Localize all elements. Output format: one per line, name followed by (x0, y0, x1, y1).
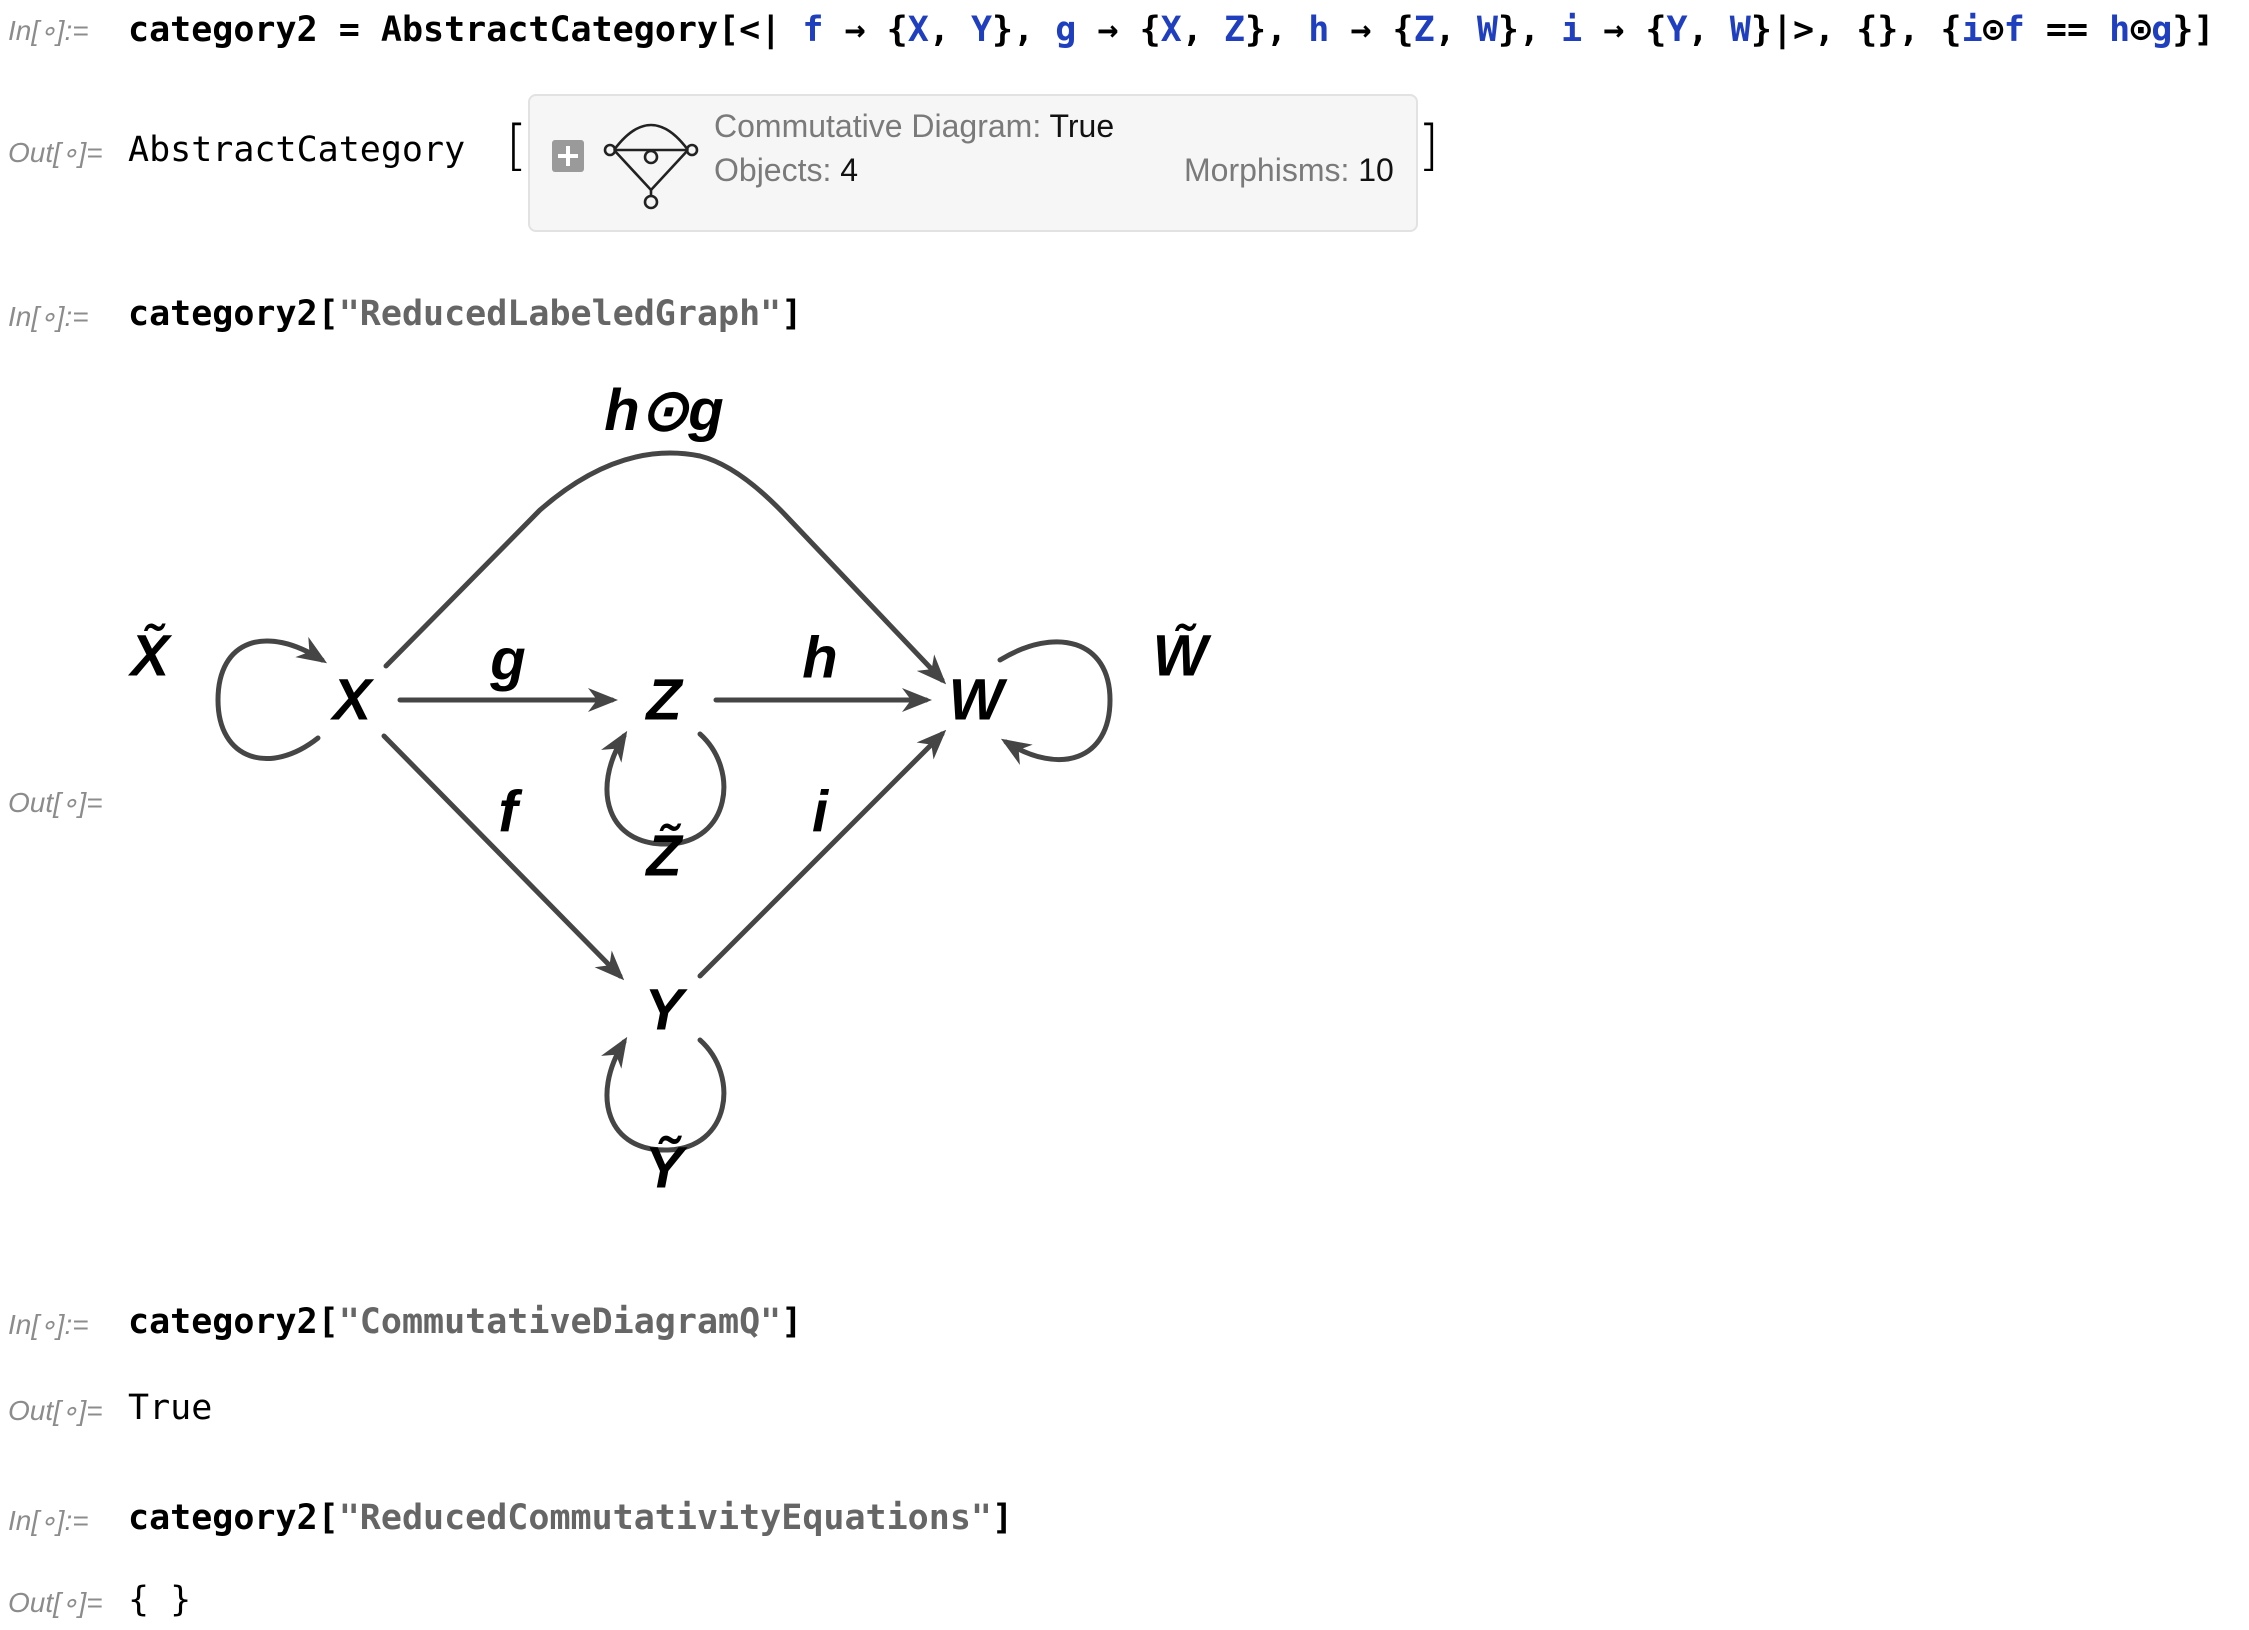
in-label: In[∘]:= (8, 1309, 89, 1340)
rule-arrow: → (1097, 10, 1119, 50)
rule-arrow: → (1350, 10, 1372, 50)
commutative-row: Commutative Diagram: True (714, 108, 1114, 145)
symbol-category2: category2 (128, 294, 318, 334)
loop-label-w: W̃ (1152, 623, 1208, 689)
rule-name-f: f (802, 10, 824, 50)
open-bracket: [ (506, 114, 528, 177)
rule-src: Z (1413, 10, 1435, 50)
commutative-label: Commutative Diagram: (714, 108, 1042, 144)
objects-value: 4 (840, 152, 859, 188)
rule-src: X (907, 10, 929, 50)
summary-box[interactable]: Commutative Diagram: True Objects: 4 Mor… (528, 94, 1418, 232)
eq-term: h (2109, 10, 2131, 50)
eq-term: i (1961, 10, 1983, 50)
input-code[interactable]: category2["ReducedCommutativityEquations… (128, 1498, 1014, 1538)
node-w: W (948, 667, 1004, 733)
rule-name-i: i (1561, 10, 1583, 50)
out-label: Out[∘]= (8, 1395, 103, 1426)
empty-list: {} (1856, 10, 1899, 50)
rule-dst: Y (970, 10, 993, 50)
assoc-open: [<| (718, 10, 782, 50)
rule-src: X (1160, 10, 1182, 50)
edge-f (381, 733, 625, 981)
loop-y (601, 1036, 727, 1153)
input-code[interactable]: category2 = AbstractCategory[<| f → {X, … (128, 10, 2215, 50)
output-value: True (128, 1388, 213, 1428)
rule-dst: W (1729, 10, 1751, 50)
output-head: AbstractCategory (128, 130, 466, 170)
close-bracket: ] (1418, 114, 1440, 177)
input-code[interactable]: category2["CommutativeDiagramQ"] (128, 1302, 803, 1342)
loop-label-x: X̃ (130, 623, 170, 689)
property-string: "CommutativeDiagramQ" (338, 1302, 782, 1342)
out-label: Out[∘]= (8, 787, 103, 818)
symbol-category2: category2 (128, 1498, 318, 1538)
assign-op: = (338, 10, 360, 50)
edge-label-g: g (490, 627, 526, 693)
expand-button[interactable] (552, 140, 584, 172)
in-label: In[∘]:= (8, 15, 89, 46)
loop-label-y: Ỹ (644, 1135, 684, 1201)
edge-label-f: f (498, 779, 518, 845)
rule-dst: W (1476, 10, 1498, 50)
eq-term: g (2151, 10, 2173, 50)
in-label: In[∘]:= (8, 1505, 89, 1536)
objects-label: Objects: (714, 152, 832, 188)
rule-arrow: → (1603, 10, 1625, 50)
symbol-category2: category2 (128, 1302, 318, 1342)
property-string: "ReducedLabeledGraph" (338, 294, 782, 334)
loop-x (215, 636, 328, 762)
edge-label-hg: h⊙g (604, 378, 724, 443)
eq-term: f (2003, 10, 2025, 50)
rule-arrow: → (844, 10, 866, 50)
rule-name-h: h (1308, 10, 1330, 50)
equal-op: == (2045, 10, 2089, 50)
out-label: Out[∘]= (8, 1587, 103, 1618)
rule-src: Y (1666, 10, 1688, 50)
plus-icon (558, 146, 578, 166)
edge-i (697, 729, 947, 979)
symbol-abstractcategory: AbstractCategory (380, 10, 719, 50)
input-code[interactable]: category2["ReducedLabeledGraph"] (128, 294, 803, 334)
node-x: X (332, 667, 372, 733)
assoc-close: |> (1771, 10, 1815, 50)
edge-label-i: i (811, 779, 829, 845)
compose-op: ⊙ (1982, 10, 2004, 50)
loop-label-z: Z̃ (646, 823, 682, 889)
rule-name-g: g (1055, 10, 1077, 50)
morphisms-row: Morphisms: 10 (1184, 152, 1394, 189)
in-label: In[∘]:= (8, 301, 89, 332)
loop-z (601, 730, 727, 847)
category-graph-icon (603, 123, 699, 210)
output-value: { } (128, 1580, 192, 1620)
symbol-category2: category2 (128, 10, 318, 50)
objects-row: Objects: 4 (714, 152, 858, 189)
out-label: Out[∘]= (8, 137, 103, 168)
morphisms-value: 10 (1358, 152, 1394, 188)
loop-w (997, 639, 1113, 765)
edge-label-h: h (802, 625, 838, 691)
node-y: Y (644, 977, 684, 1043)
rule-dst: Z (1223, 10, 1245, 50)
compose-op: ⊙ (2130, 10, 2152, 50)
node-z: Z (646, 667, 682, 733)
property-string: "ReducedCommutativityEquations" (338, 1498, 992, 1538)
commutative-value: True (1049, 108, 1115, 144)
morphisms-label: Morphisms: (1184, 152, 1350, 188)
edge-hg (383, 450, 947, 685)
